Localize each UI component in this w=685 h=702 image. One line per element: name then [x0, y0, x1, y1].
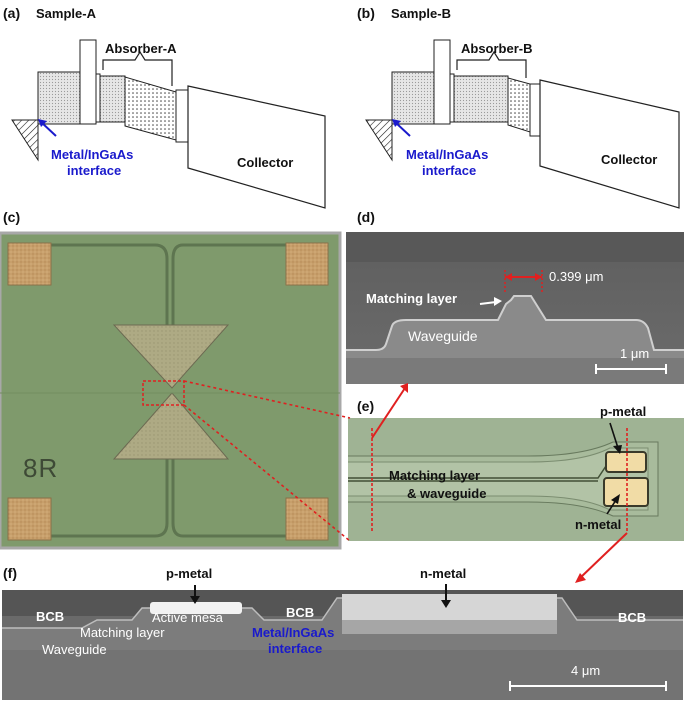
metal-contact-b	[365, 119, 393, 162]
barrier-a	[79, 39, 97, 125]
collector-a	[187, 85, 326, 209]
panel-a-band-diagram	[11, 39, 326, 209]
barrier-b	[433, 39, 451, 125]
sem-image-d	[346, 232, 684, 384]
waveguide-label-d: Waveguide	[408, 328, 478, 344]
interface-b-label-1: Metal/InGaAs	[406, 147, 489, 162]
n-metal-label-e: n-metal	[575, 517, 622, 532]
bcb-left-label: BCB	[36, 609, 65, 624]
active-mesa-label: Active mesa	[152, 610, 223, 625]
panel-a-letter: (a)	[3, 5, 21, 21]
panel-e-letter: (e)	[357, 398, 375, 414]
scale-label-d: 1 μm	[620, 346, 650, 361]
p-metal-label-f: p-metal	[166, 566, 213, 581]
chip-micrograph	[0, 231, 342, 550]
interface-a-label-1: Metal/InGaAs	[51, 147, 134, 162]
contact-layer-b	[391, 71, 435, 125]
absorber-graded-a	[124, 76, 177, 141]
absorber-gray-b	[453, 75, 509, 123]
p-metal-label-e: p-metal	[600, 404, 647, 419]
bcb-mid-label: BCB	[286, 605, 315, 620]
panel-b-letter: (b)	[357, 5, 375, 21]
n-metal-label-f: n-metal	[420, 566, 467, 581]
bcb-right-label: BCB	[618, 610, 647, 625]
waveguide-label-f: Waveguide	[42, 642, 107, 657]
absorber-a-brace	[102, 50, 173, 86]
p-metal-f	[150, 602, 242, 614]
collector-b	[539, 79, 680, 209]
p-metal-pad	[605, 451, 647, 473]
bowtie-top	[112, 324, 230, 389]
pad-top-right	[285, 242, 329, 286]
scale-label-f: 4 μm	[571, 663, 601, 678]
sem-image-f	[2, 584, 683, 700]
pad-top-left	[7, 242, 52, 286]
panel-c-letter: (c)	[3, 209, 21, 225]
interface-label-f-1: Metal/InGaAs	[252, 625, 335, 640]
panel-b-band-diagram	[365, 39, 680, 209]
panel-f-letter: (f)	[3, 565, 17, 581]
matching-layer-label-d: Matching layer	[366, 291, 458, 306]
absorber-b-label: Absorber-B	[461, 41, 533, 56]
absorber-b-brace	[456, 50, 527, 78]
pad-bottom-right	[285, 497, 329, 541]
n-metal-pad	[603, 477, 649, 507]
n-metal-f	[342, 594, 557, 624]
interface-label-f-2: interface	[268, 641, 323, 656]
contact-layer-a	[37, 71, 81, 125]
absorber-gray-a	[99, 75, 126, 123]
matching-layer-label-f: Matching layer	[80, 625, 165, 640]
absorber-graded-b	[507, 77, 531, 133]
absorber-a-label: Absorber-A	[105, 41, 177, 56]
interface-a-label-2: interface	[67, 163, 122, 178]
width-label-d: 0.399 μm	[549, 269, 604, 284]
matching-waveguide-label-e-2: & waveguide	[407, 486, 487, 501]
optical-image-e	[348, 418, 684, 541]
collector-b-label: Collector	[601, 152, 658, 167]
panel-d-letter: (d)	[357, 209, 375, 225]
interface-b-label-2: interface	[422, 163, 477, 178]
pad-bottom-left	[7, 497, 52, 541]
matching-waveguide-label-e-1: Matching layer	[389, 468, 481, 483]
metal-contact-a	[11, 119, 39, 162]
collector-a-label: Collector	[237, 155, 294, 170]
panel-a-title: Sample-A	[36, 6, 96, 21]
chip-mark: 8R	[23, 453, 59, 483]
panel-b-title: Sample-B	[391, 6, 451, 21]
